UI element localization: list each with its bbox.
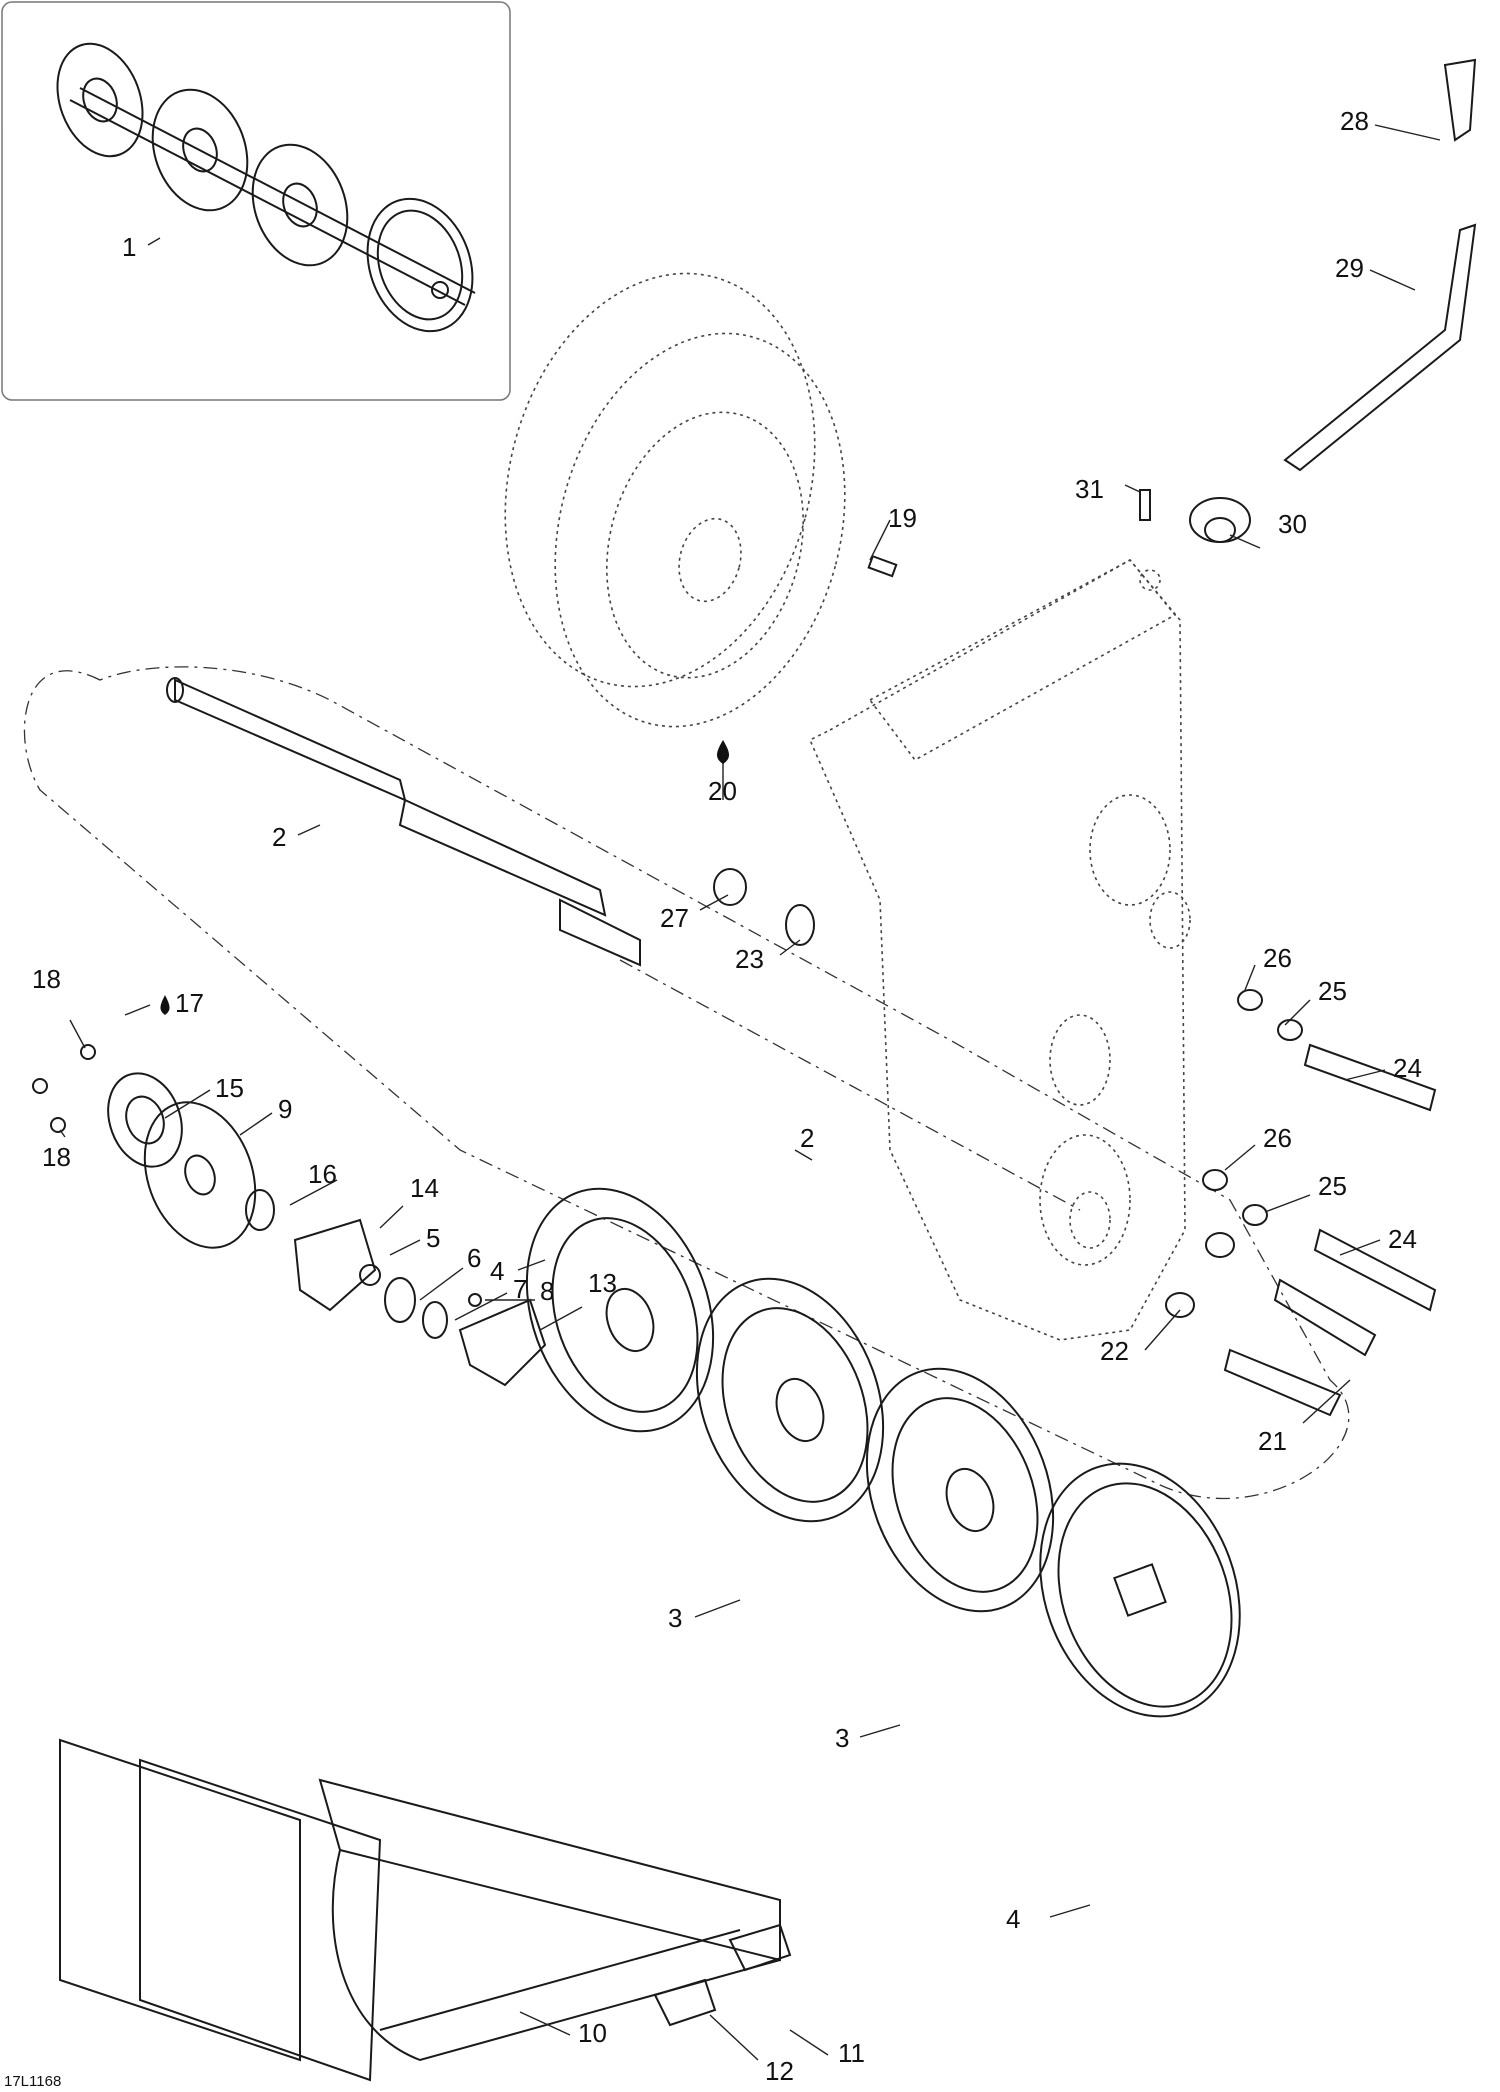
callout-labels: 1 2 2 3 3 4 4 5 6 7 8 9 10 11 12 13 14 1…: [32, 106, 1422, 2086]
callout-10: 10: [578, 2018, 607, 2048]
crank-handle: [867, 58, 1477, 578]
callout-7: 7: [513, 1274, 527, 1304]
end-wheel-4-right: [1039, 1462, 1241, 1718]
track-slides: [653, 1923, 792, 2027]
bearing-housing-group: [32, 1044, 547, 1387]
callout-25a: 25: [1318, 976, 1347, 1006]
callout-26a: 26: [1263, 943, 1292, 973]
nut-and-gear: [713, 868, 815, 946]
callout-23: 23: [735, 944, 764, 974]
callout-4b: 4: [1006, 1904, 1020, 1934]
washers-and-bolts: [1165, 989, 1437, 1417]
callout-8: 8: [540, 1276, 554, 1306]
callout-3b: 3: [835, 1723, 849, 1753]
callout-14: 14: [410, 1173, 439, 1203]
leader-lines: [59, 124, 1441, 2061]
callout-17-group: 17: [160, 988, 204, 1018]
sprocket-3-middle: [695, 1277, 885, 1523]
callout-11: 11: [838, 2038, 865, 2068]
callout-28: 28: [1340, 106, 1369, 136]
callout-20: 20: [708, 776, 737, 806]
callout-19: 19: [888, 503, 917, 533]
callout-24b: 24: [1388, 1224, 1417, 1254]
callout-17: 17: [175, 988, 204, 1018]
drawing-code: 17L1168: [4, 2073, 61, 2090]
callout-3a: 3: [668, 1603, 682, 1633]
callout-18a: 18: [32, 964, 61, 994]
callout-16: 16: [308, 1159, 337, 1189]
callout-29: 29: [1335, 253, 1364, 283]
callout-24a: 24: [1393, 1053, 1422, 1083]
track-belt: [59, 1738, 781, 2082]
chaincase-dotted: [808, 558, 1191, 1341]
callout-20-group: 20: [708, 740, 737, 806]
sprocket-4-left: [525, 1187, 715, 1433]
sprocket-3-right: [865, 1367, 1055, 1613]
callout-5: 5: [426, 1223, 440, 1253]
callout-21: 21: [1258, 1426, 1287, 1456]
callout-4a: 4: [490, 1256, 504, 1286]
callout-31: 31: [1075, 474, 1104, 504]
callout-27: 27: [660, 903, 689, 933]
inset-assembly-panel: [1, 1, 511, 401]
drive-axle: [166, 677, 641, 967]
callout-22: 22: [1100, 1336, 1129, 1366]
driven-pulley-dotted: [504, 272, 846, 728]
callout-6: 6: [467, 1243, 481, 1273]
callout-18b: 18: [42, 1142, 71, 1172]
callout-25b: 25: [1318, 1171, 1347, 1201]
callout-13: 13: [588, 1268, 617, 1298]
callout-9: 9: [278, 1094, 292, 1124]
lubricant-drop-icon-20: [716, 740, 730, 764]
callout-26b: 26: [1263, 1123, 1292, 1153]
callout-30: 30: [1278, 509, 1307, 539]
callout-2: 2: [272, 822, 286, 852]
lubricant-drop-icon: [160, 995, 170, 1015]
callout-2-secondary: 2: [800, 1123, 814, 1153]
callout-12: 12: [765, 2056, 794, 2086]
callout-15: 15: [215, 1073, 244, 1103]
callout-1: 1: [122, 232, 136, 262]
